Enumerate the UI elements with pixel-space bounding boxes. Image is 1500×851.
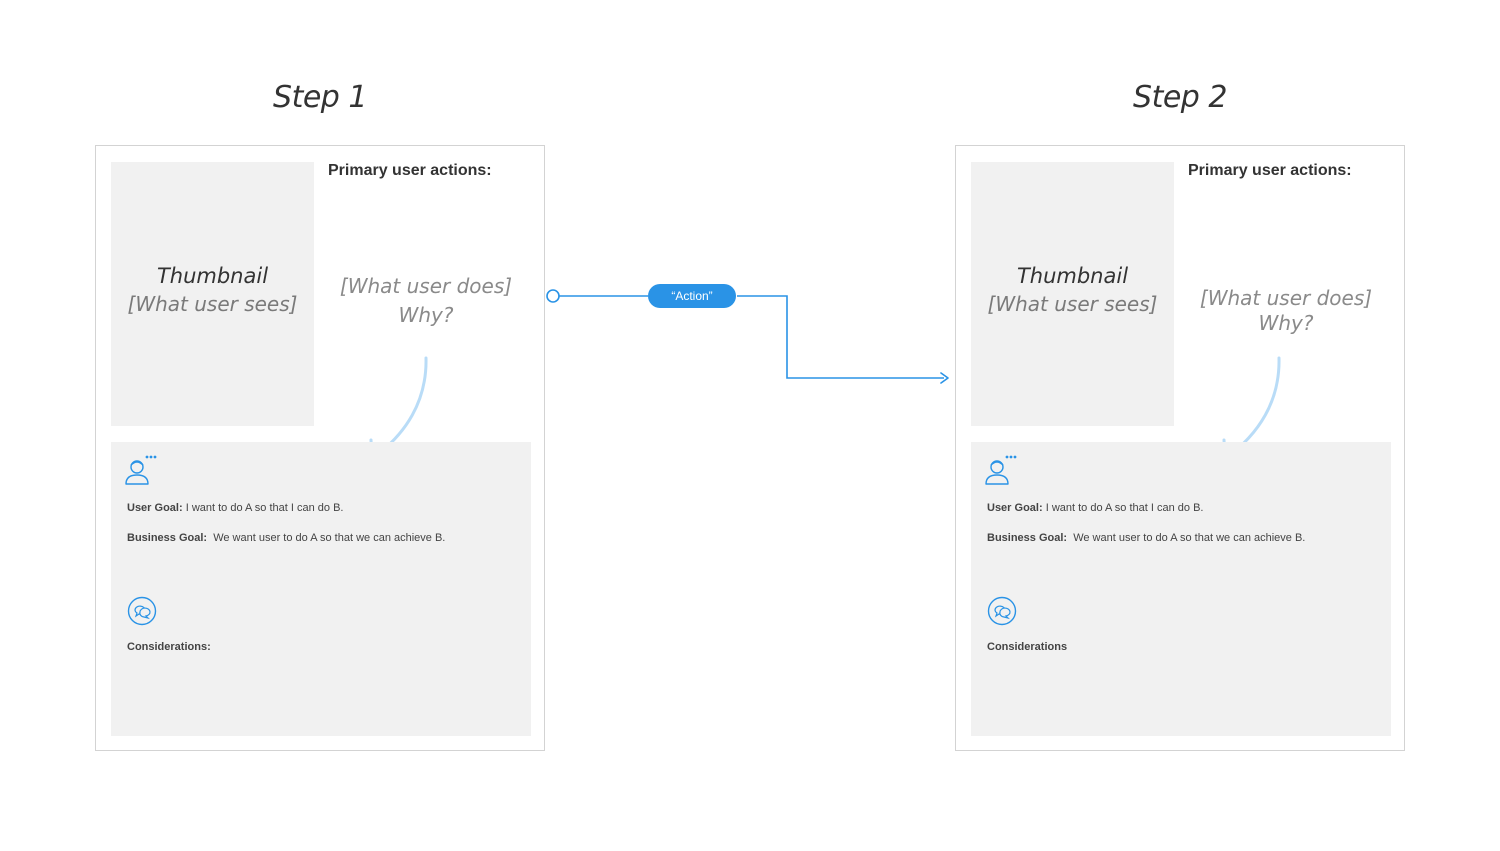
step-2-card: Thumbnail [What user sees] Primary user … <box>955 145 1405 751</box>
business-goal-label: Business Goal: <box>987 532 1068 544</box>
user-goal-text: I want to do A so that I can do B. <box>1045 502 1204 514</box>
user-action-why: Why? <box>1258 311 1314 335</box>
user-action-text: [What user does] Why? <box>328 272 524 330</box>
step-2-title: Step 2 <box>1133 80 1227 115</box>
action-label-pill: “Action” <box>648 284 736 308</box>
thumbnail-title: Thumbnail <box>156 264 269 288</box>
user-goal-label: User Goal: <box>127 502 183 514</box>
business-goal-label: Business Goal: <box>127 532 208 544</box>
user-goal-line: User Goal: I want to do A so that I can … <box>127 502 343 514</box>
primary-actions-label: Primary user actions: <box>328 162 492 179</box>
chat-bubbles-icon <box>127 596 157 626</box>
user-goal-line: User Goal: I want to do A so that I can … <box>987 502 1203 514</box>
user-goal-icon <box>985 455 1017 485</box>
primary-actions-label: Primary user actions: <box>1188 162 1352 179</box>
step-1-goals-panel: User Goal: I want to do A so that I can … <box>111 442 531 736</box>
user-goal-text: I want to do A so that I can do B. <box>185 502 344 514</box>
thumbnail-subtitle: [What user sees] <box>127 292 298 316</box>
step-2-thumbnail: Thumbnail [What user sees] <box>971 162 1174 426</box>
business-goal-text: We want user to do A so that we can achi… <box>1073 532 1306 544</box>
step-1-thumbnail: Thumbnail [What user sees] <box>111 162 314 426</box>
considerations-label: Considerations: <box>127 641 211 653</box>
user-action-text: [What user does] Why? <box>1188 286 1384 336</box>
user-action-line: [What user does] <box>339 274 513 298</box>
step-1-title: Step 1 <box>273 80 367 115</box>
step-1-card: Thumbnail [What user sees] Primary user … <box>95 145 545 751</box>
business-goal-line: Business Goal: We want user to do A so t… <box>987 532 1305 544</box>
step-2-goals-panel: User Goal: I want to do A so that I can … <box>971 442 1391 736</box>
chat-bubbles-icon <box>987 596 1017 626</box>
business-goal-line: Business Goal: We want user to do A so t… <box>127 532 445 544</box>
thumbnail-subtitle: [What user sees] <box>987 292 1158 316</box>
thumbnail-title: Thumbnail <box>1016 264 1129 288</box>
business-goal-text: We want user to do A so that we can achi… <box>213 532 446 544</box>
action-connector <box>546 289 949 384</box>
user-goal-icon <box>125 455 157 485</box>
user-action-line: [What user does] <box>1199 286 1373 310</box>
user-action-why: Why? <box>398 303 454 327</box>
considerations-label: Considerations <box>987 641 1068 653</box>
user-goal-label: User Goal: <box>987 502 1043 514</box>
